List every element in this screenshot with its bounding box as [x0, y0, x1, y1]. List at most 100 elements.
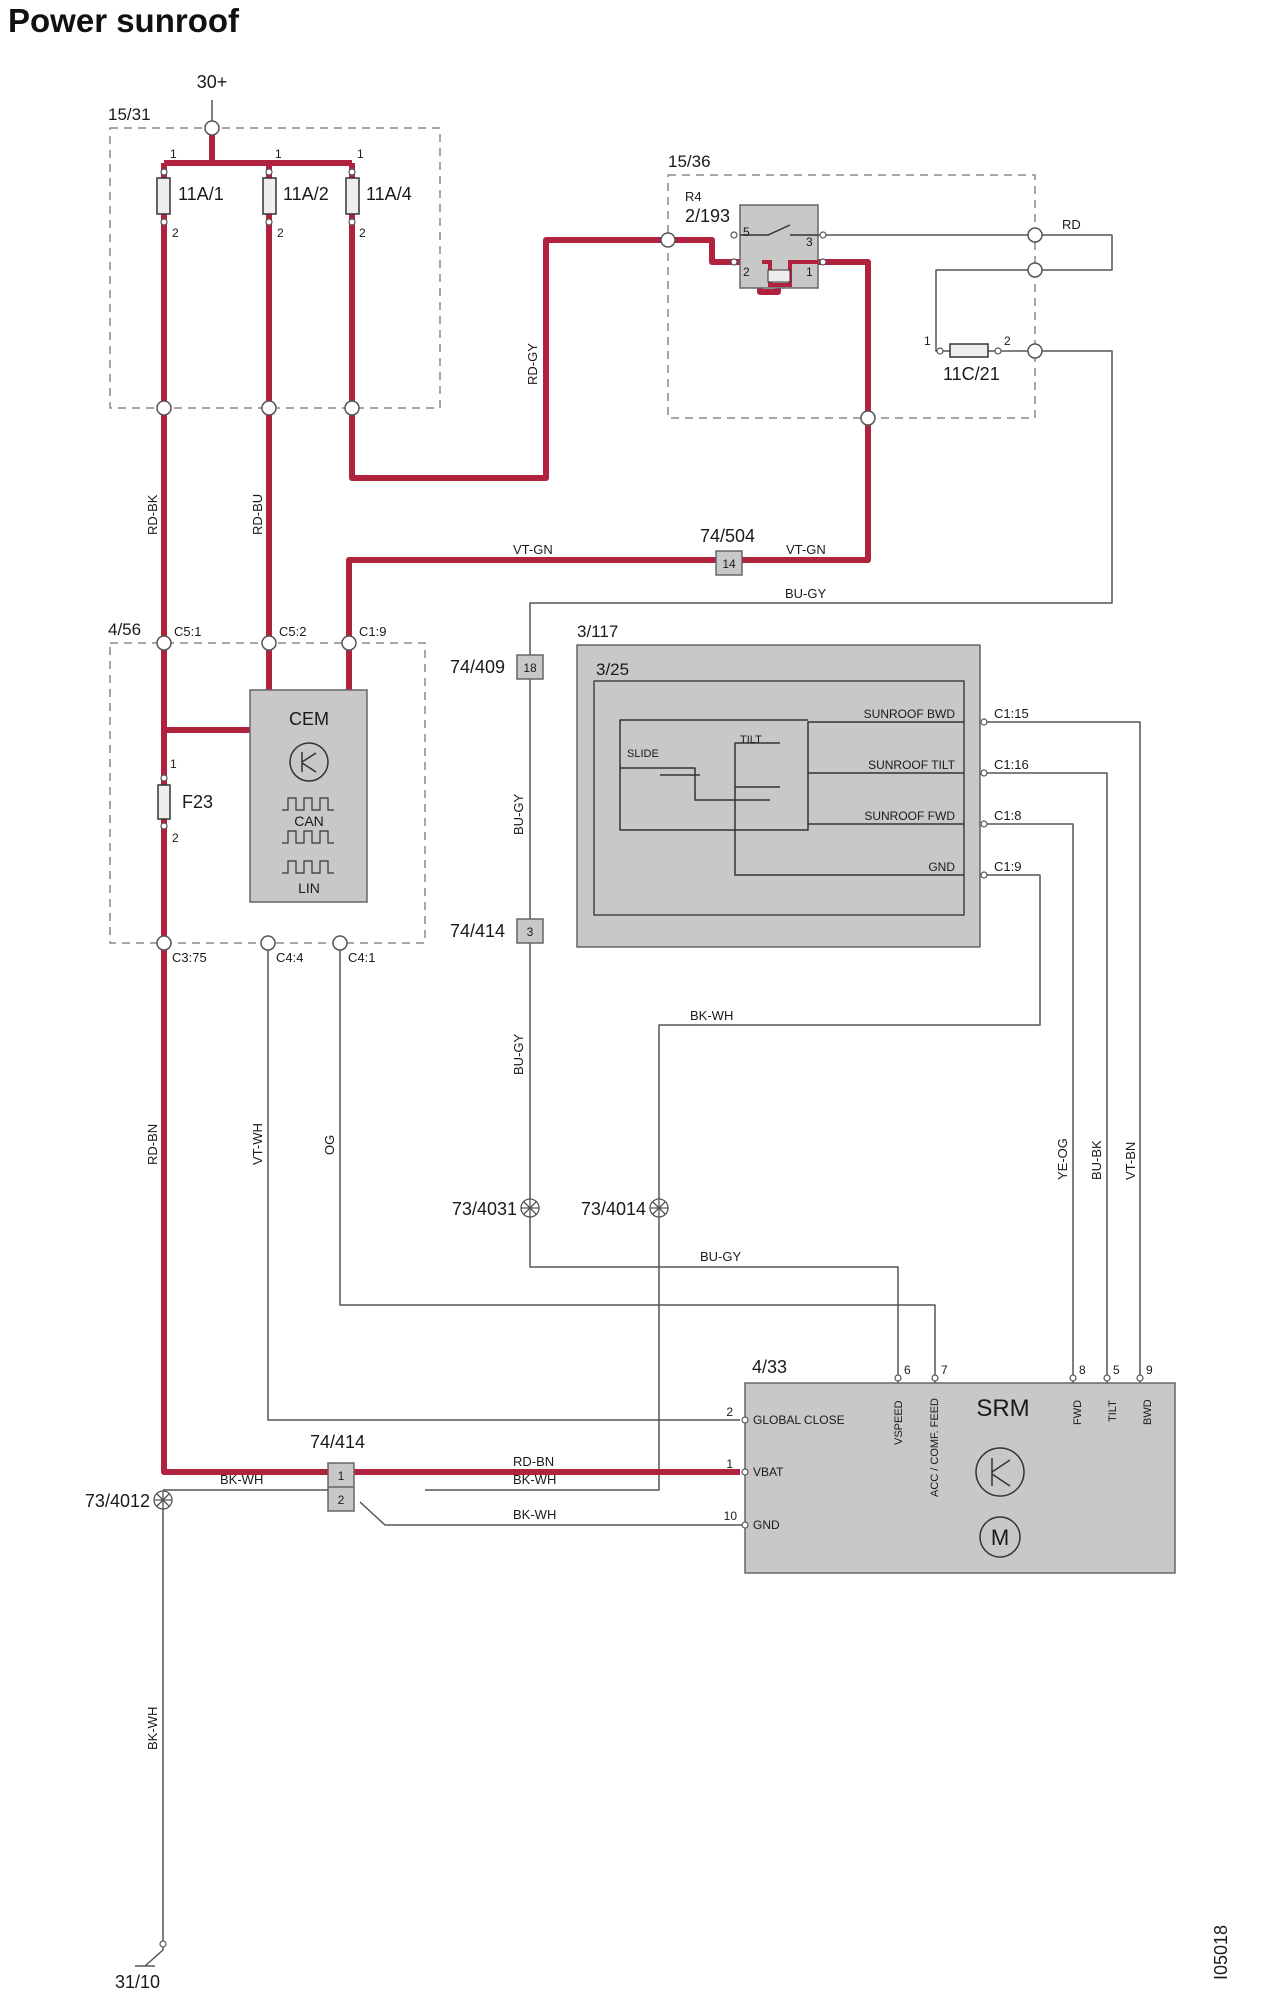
srm-pin-label: ACC / COMF. FEED	[929, 1398, 941, 1497]
wire-label: BU-GY	[511, 794, 526, 836]
wire-label: VT-GN	[786, 542, 826, 557]
cem-label: CEM	[289, 709, 329, 729]
wire-relay-in	[346, 237, 871, 690]
wire-11a1	[161, 163, 740, 1475]
relay-pin: 2	[743, 265, 750, 279]
fuse-f23	[157, 784, 171, 820]
switch-connector: C1:8	[994, 808, 1021, 823]
junction-nodes	[156, 120, 1043, 951]
wire-label: RD-BN	[513, 1454, 554, 1469]
switch-panel-id: 3/117	[577, 622, 618, 641]
relay-id: 2/193	[685, 206, 730, 226]
ground-73-4014-icon	[649, 1198, 669, 1218]
tilt-label: TILT	[740, 734, 762, 746]
relay-pin: 1	[806, 265, 813, 279]
fuse-label: 11C/21	[943, 364, 1000, 384]
fuse-box-id: 15/31	[108, 105, 151, 124]
fuse-box-outline	[109, 127, 441, 409]
wire-tilt	[984, 772, 1108, 1383]
connector-pin: 18	[523, 661, 537, 675]
srm-pin-label: GLOBAL CLOSE	[753, 1413, 845, 1427]
fuse-label: 11A/4	[366, 184, 412, 204]
relay-pin: 5	[743, 225, 750, 239]
pin-label: 1	[170, 757, 177, 771]
connector-74-409	[516, 654, 544, 680]
ground-label: 73/4014	[581, 1199, 646, 1219]
ground-label: 73/4012	[85, 1491, 150, 1511]
wire-label: RD-BU	[250, 494, 265, 535]
pin-markers	[159, 168, 1144, 1948]
wire-label: BK-WH	[220, 1472, 263, 1487]
document-id: I05018	[1211, 1925, 1231, 1980]
fuse-11c21	[949, 343, 989, 358]
wire-label: VT-BN	[1123, 1142, 1138, 1180]
relay-box-id: 15/36	[668, 152, 711, 171]
wire-label: RD-GY	[525, 343, 540, 385]
wire-label: RD-BN	[145, 1124, 160, 1165]
connector-label: C4:1	[348, 950, 375, 965]
pin-label: 2	[277, 226, 284, 240]
srm-module: M	[744, 1382, 1176, 1574]
srm-pin-label: TILT	[1107, 1400, 1119, 1422]
ground-label: 73/4031	[452, 1199, 517, 1219]
pin-label: 1	[924, 334, 931, 348]
connector-pin: 2	[338, 1493, 345, 1507]
srm-pin-label: BWD	[1142, 1399, 1154, 1425]
fuse-label: 11A/2	[283, 184, 329, 204]
connector-label: 74/414	[450, 921, 505, 941]
pin-label: 1	[275, 147, 282, 161]
srm-label: SRM	[976, 1395, 1029, 1422]
wire-label: VT-WH	[250, 1123, 265, 1165]
pin-label: 2	[1004, 334, 1011, 348]
wire-fwd	[984, 823, 1074, 1383]
wire-label: BU-GY	[785, 586, 827, 601]
ground-end-label: 31/10	[115, 1972, 160, 1992]
connector-label: C4:4	[276, 950, 303, 965]
srm-pin-label: VSPEED	[893, 1400, 905, 1445]
connector-label: 74/409	[450, 657, 505, 677]
wire-bk-wh-3	[359, 1501, 745, 1526]
srm-pin-num: 2	[726, 1405, 733, 1419]
pin-label: 1	[170, 147, 177, 161]
connector-label: C1:9	[359, 624, 386, 639]
switch-output: GND	[928, 860, 955, 874]
wire-30-plus	[164, 128, 352, 166]
fuse-label: 11A/1	[178, 184, 224, 204]
connector-label: C3:75	[172, 950, 207, 965]
wire-og	[339, 945, 936, 1383]
wire-label: RD	[1062, 217, 1081, 232]
switch-connector: C1:15	[994, 706, 1029, 721]
connector-74-414a	[516, 918, 544, 944]
wire-11a4	[349, 163, 668, 481]
srm-pin-num: 8	[1079, 1363, 1086, 1377]
fuse-label: F23	[182, 792, 213, 812]
relay-r4	[739, 204, 819, 289]
connector-label: C5:1	[174, 624, 201, 639]
connector-label: 74/414	[310, 1432, 365, 1452]
supply-label: 30+	[197, 72, 228, 92]
connector-pin: 14	[722, 557, 736, 571]
srm-pin-num: 1	[726, 1457, 733, 1471]
srm-pin-label: VBAT	[753, 1465, 784, 1479]
wire-label: BK-WH	[690, 1008, 733, 1023]
relay-pin: 3	[806, 235, 813, 249]
relay-ref: R4	[685, 189, 702, 204]
wire-bu-gy-top	[529, 350, 1113, 1383]
fuse-11a2	[262, 177, 277, 215]
svg-text:M: M	[991, 1525, 1009, 1550]
fuse-11a4	[345, 177, 360, 215]
srm-id: 4/33	[752, 1357, 787, 1377]
cem-module	[249, 689, 368, 903]
connector-label: 74/504	[700, 526, 755, 546]
wire-label: BU-GY	[700, 1249, 742, 1264]
ground-73-4012-icon	[153, 1490, 173, 1510]
srm-pin-num: 6	[904, 1363, 911, 1377]
wire-label: RD-BK	[145, 494, 160, 535]
fuse-11a1	[156, 177, 171, 215]
page-title: Power sunroof	[8, 2, 240, 39]
connector-pin: 1	[338, 1469, 345, 1483]
wire-label: VT-GN	[513, 542, 553, 557]
switch-connector: C1:9	[994, 859, 1021, 874]
pin-label: 2	[359, 226, 366, 240]
